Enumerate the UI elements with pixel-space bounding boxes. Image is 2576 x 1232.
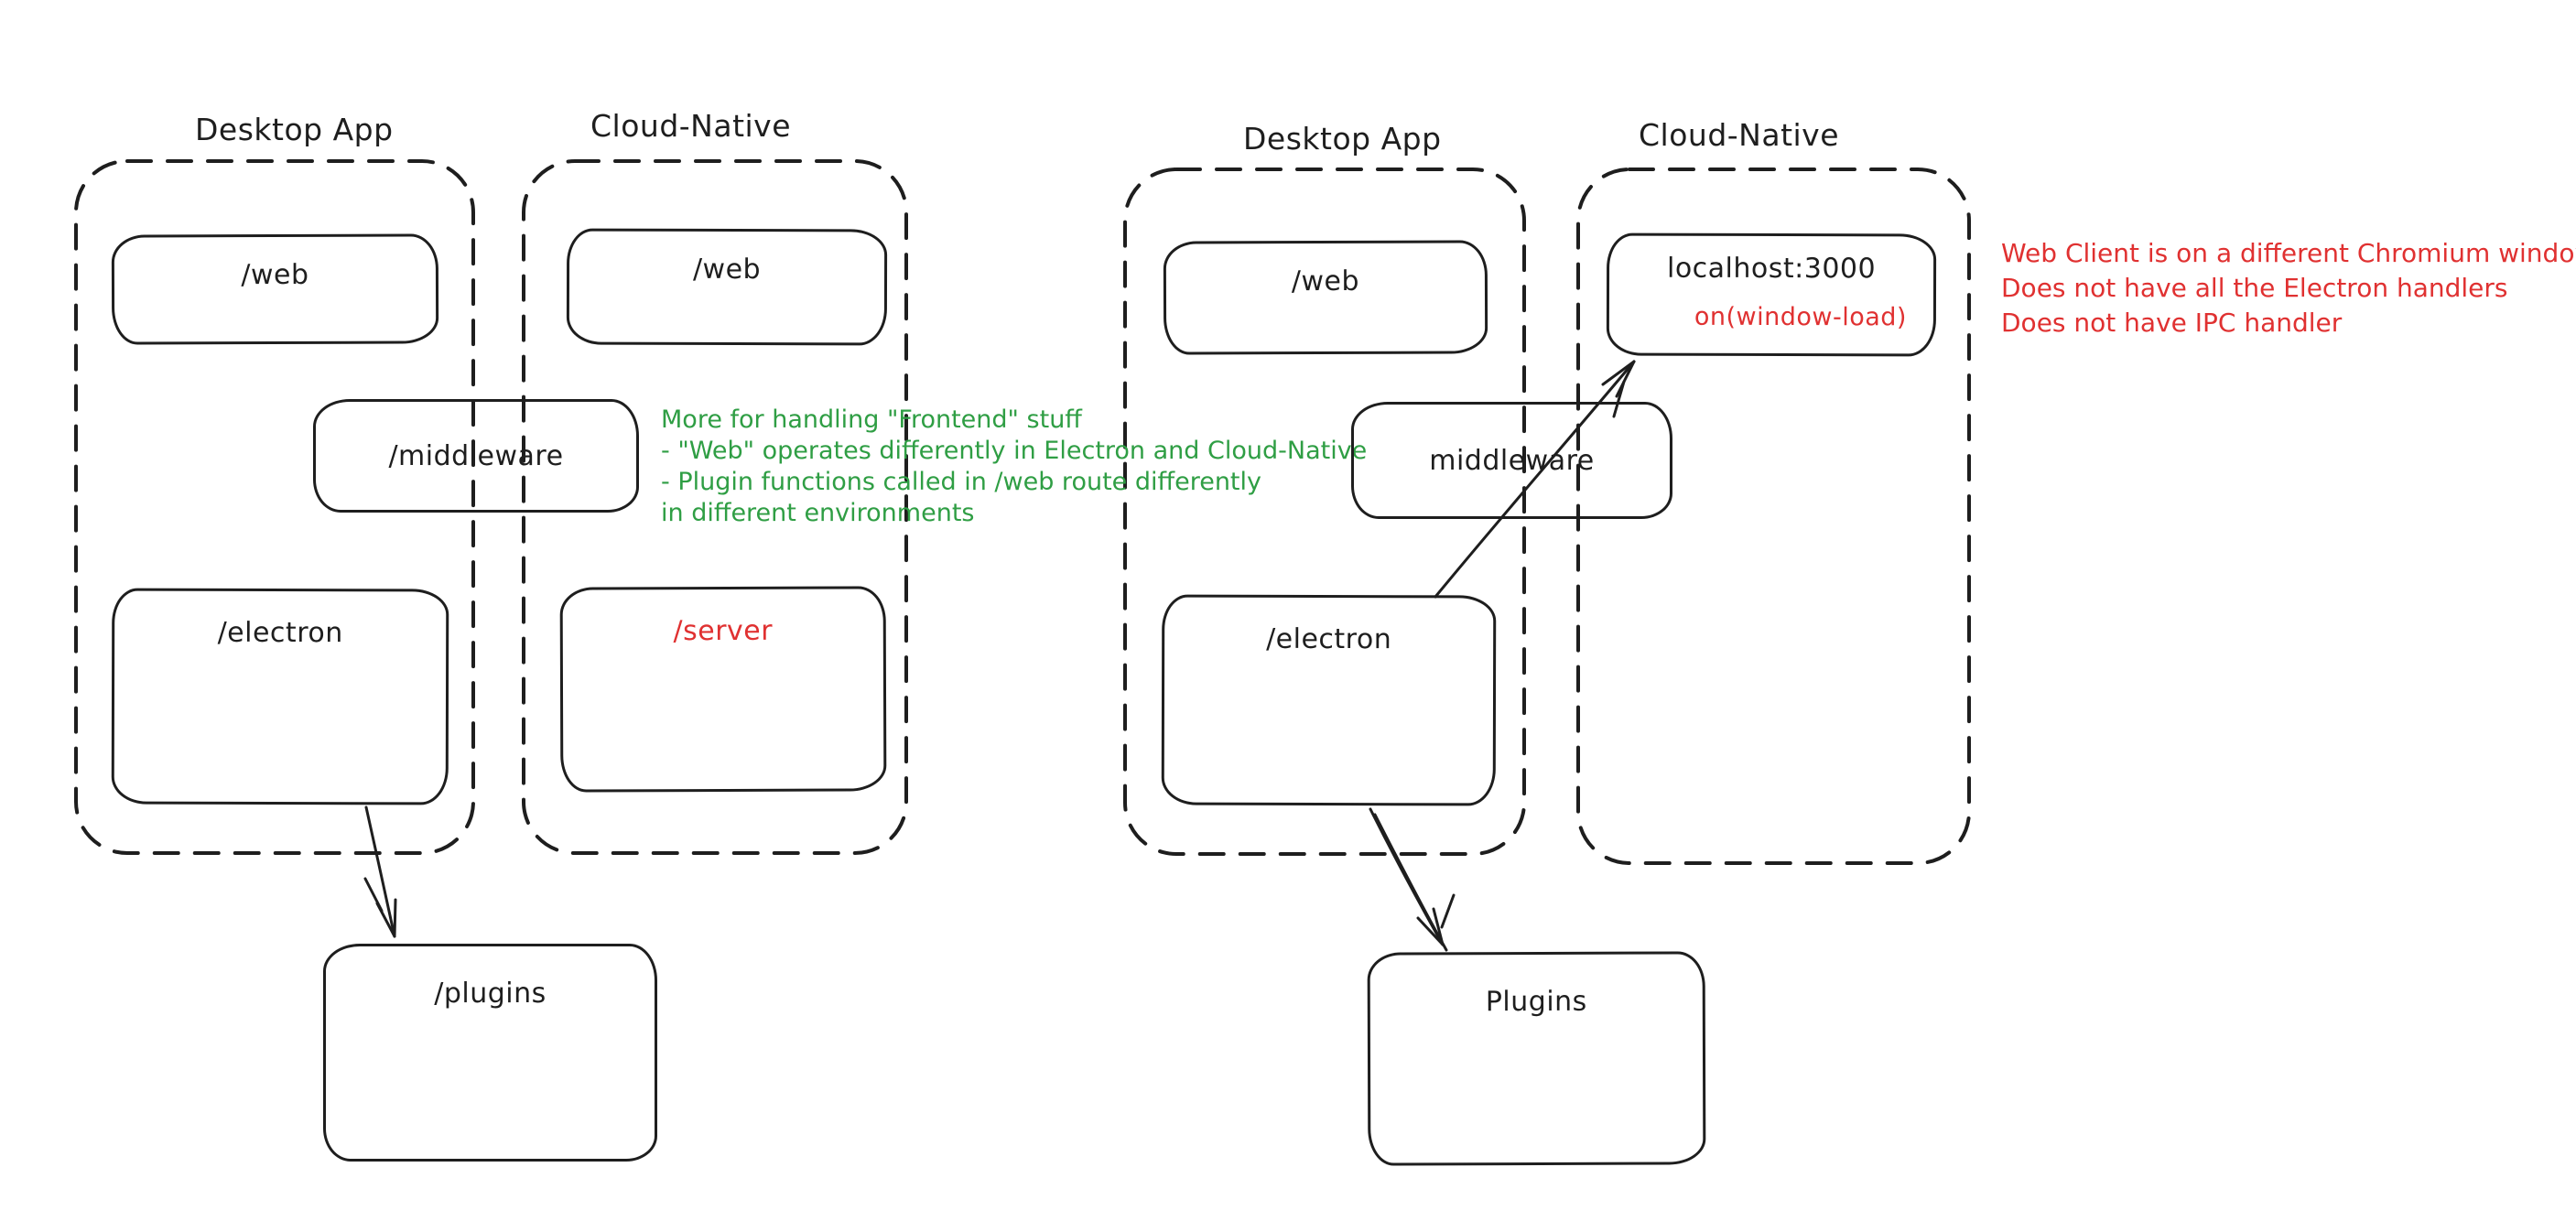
left-web-desktop-box: /web xyxy=(111,233,439,345)
left-cloud-native-label: Cloud-Native xyxy=(590,108,792,144)
arrow-left-electron-to-plugins xyxy=(363,805,397,938)
green-annotation: More for handling "Frontend" stuff - "We… xyxy=(661,405,1367,529)
left-middleware-box-label: /middleware xyxy=(388,439,564,472)
left-web-cloud-box: /web xyxy=(566,228,888,346)
right-electron-box-label: /electron xyxy=(1266,622,1392,656)
right-localhost-box: localhost:3000 on(window-load) xyxy=(1606,232,1937,357)
right-electron-box: /electron xyxy=(1161,594,1497,806)
arrow-right-electron-to-plugins xyxy=(1369,807,1456,952)
left-server-box-label: /server xyxy=(673,614,774,648)
left-desktop-app-container xyxy=(74,159,475,855)
right-localhost-event-label: on(window-load) xyxy=(1694,302,1908,332)
green-annotation-line: in different environments xyxy=(661,499,975,527)
left-web-desktop-box-label: /web xyxy=(241,258,309,292)
right-plugins-box: Plugins xyxy=(1367,951,1706,1166)
left-plugins-box-label: /plugins xyxy=(434,978,547,1010)
right-desktop-app-container xyxy=(1123,168,1526,856)
right-localhost-box-title: localhost:3000 xyxy=(1666,252,1877,286)
arrow-right-electron-to-localhost xyxy=(1434,360,1636,599)
left-middleware-box: /middleware xyxy=(313,399,639,513)
right-middleware-box-label: middleware xyxy=(1429,444,1595,477)
red-annotation-line: Does not have IPC handler xyxy=(2001,308,2343,338)
red-annotation: Web Client is on a different Chromium wi… xyxy=(2001,236,2576,340)
red-annotation-line: Web Client is on a different Chromium wi… xyxy=(2001,238,2576,268)
right-cloud-native-label: Cloud-Native xyxy=(1639,117,1840,153)
green-annotation-line: - Plugin functions called in /web route … xyxy=(661,468,1262,496)
left-server-box: /server xyxy=(559,586,887,793)
right-middleware-box: middleware xyxy=(1351,402,1672,519)
green-annotation-line: - "Web" operates differently in Electron… xyxy=(661,437,1368,465)
right-plugins-box-label: Plugins xyxy=(1485,985,1587,1019)
left-cloud-native-container xyxy=(522,159,908,855)
right-desktop-app-label: Desktop App xyxy=(1243,121,1442,157)
left-plugins-box: /plugins xyxy=(323,944,657,1162)
left-electron-box-label: /electron xyxy=(217,616,343,650)
left-desktop-app-label: Desktop App xyxy=(195,112,394,147)
right-web-desktop-box-label: /web xyxy=(1291,265,1360,298)
green-annotation-line: More for handling "Frontend" stuff xyxy=(661,405,1082,434)
right-web-desktop-box: /web xyxy=(1163,240,1488,355)
left-web-cloud-box-label: /web xyxy=(692,253,762,286)
left-electron-box: /electron xyxy=(111,588,449,805)
red-annotation-line: Does not have all the Electron handlers xyxy=(2001,273,2508,303)
